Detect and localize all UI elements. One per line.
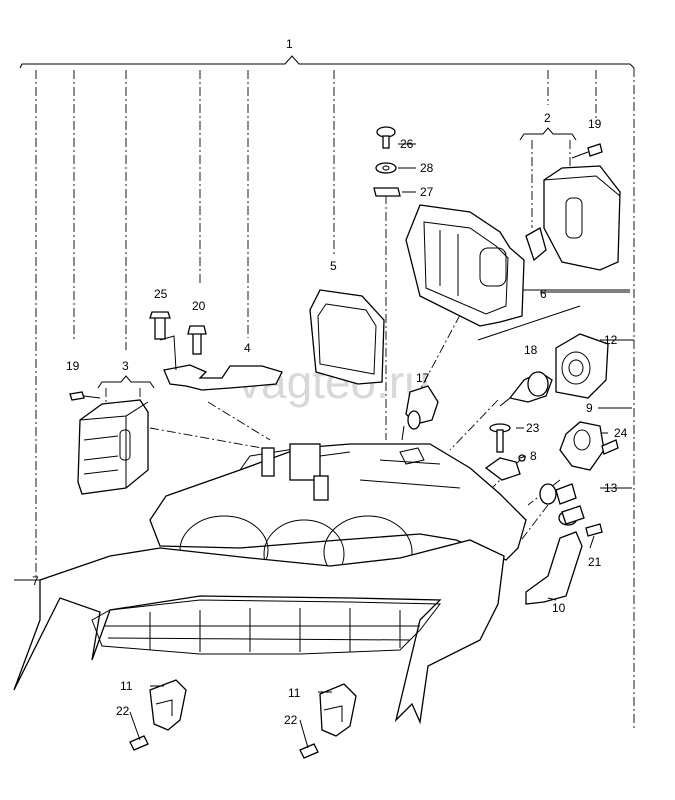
callout-2: 2	[544, 111, 551, 125]
callout-21: 21	[588, 555, 602, 569]
callout-17: 17	[416, 371, 430, 385]
control-module-left	[77, 399, 149, 495]
screw-23-grommet-8	[484, 423, 526, 481]
leader-lines	[14, 55, 635, 728]
callout-8: 8	[530, 449, 537, 463]
xenon-bulb-18	[499, 371, 553, 407]
control-module-right	[525, 165, 621, 271]
callout-28: 28	[420, 161, 434, 175]
callout-13: 13	[604, 481, 618, 495]
mounting-bracket	[149, 311, 283, 391]
bulb-13	[539, 483, 585, 526]
callout-22-left: 22	[116, 704, 130, 718]
callout-18: 18	[524, 343, 538, 357]
igniter-12	[555, 333, 609, 399]
callout-24: 24	[614, 426, 628, 440]
callout-6: 6	[540, 287, 547, 301]
screw-19-right	[571, 143, 603, 159]
callout-3: 3	[122, 359, 129, 373]
callout-19-left: 19	[66, 359, 80, 373]
cover-seal	[309, 289, 385, 385]
callout-12: 12	[604, 333, 618, 347]
callout-connectors	[129, 143, 595, 749]
callout-11-left: 11	[120, 679, 133, 693]
headlight-housing	[149, 443, 527, 589]
callout-1: 1	[286, 37, 293, 51]
screw-washer-clip	[373, 126, 401, 197]
bulb-17	[401, 385, 439, 441]
bracket-11-right	[299, 683, 357, 759]
bracket-10	[525, 523, 603, 605]
callout-27: 27	[420, 185, 434, 199]
callout-7: 7	[32, 574, 39, 588]
screw-19-left	[69, 391, 101, 401]
callout-9: 9	[586, 401, 593, 415]
callout-5: 5	[330, 259, 337, 273]
callout-23: 23	[526, 421, 540, 435]
callout-11-right: 11	[288, 686, 301, 700]
callout-labels: 1 2 3 4 5 6 7 8 9 10 11 11 12 13 17 18 1…	[32, 37, 628, 727]
callout-4: 4	[244, 341, 251, 355]
callout-19-right: 19	[588, 117, 602, 131]
callout-10: 10	[552, 601, 566, 615]
callout-20: 20	[192, 299, 206, 313]
bracket-11-left	[129, 679, 187, 751]
headlight-frame	[13, 539, 505, 725]
callout-22-right: 22	[284, 713, 298, 727]
actuator-9	[559, 421, 619, 471]
callout-25: 25	[154, 287, 168, 301]
rear-cover	[405, 204, 525, 327]
